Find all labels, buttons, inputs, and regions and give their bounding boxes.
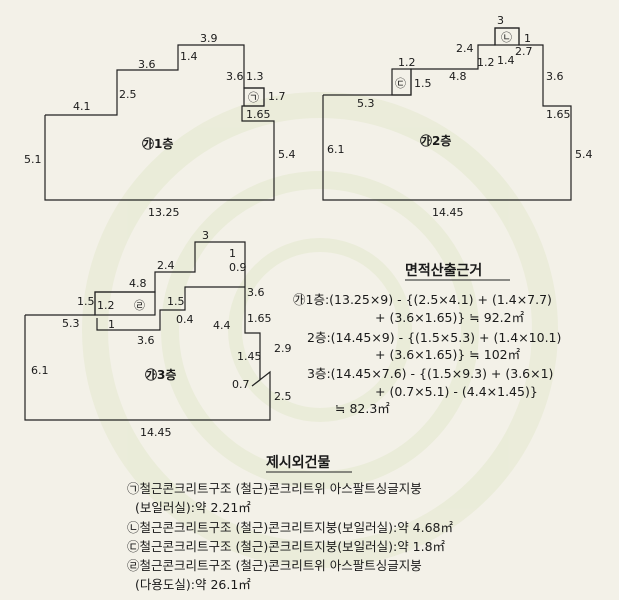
floor2-dim: 2.7 [515,45,533,58]
floor2-annex-c-marker: ㉢ [395,77,406,90]
floor1-label: ㉮1층 [142,136,173,151]
floor1-dim: 13.25 [148,206,180,219]
floor3-dim: 1.5 [77,295,95,308]
floor2-dim: 1.4 [497,54,515,67]
floor3-dim: 3.6 [137,334,155,347]
floor3-dim: 1 [229,247,236,260]
area-calc-line: ≒ 82.3㎡ [335,401,390,416]
floor3-dim: 1.45 [237,350,262,363]
area-calculation: 면적산출근거 ㉮1층:(13.25×9) - {(2.5×4.1) + (1.4… [293,262,561,416]
notes-line: ㉢철근콘크리트구조 (철근)콘크리트지붕(보일러실):약 1.8㎡ [127,539,446,554]
floor3-dim: 2.9 [274,342,292,355]
floor2-dim: 5.4 [575,148,593,161]
floor3-dim: 0.7 [232,378,250,391]
area-calc-line: 2층:(14.45×9) - {(1.5×5.3) + (1.4×10.1) [307,330,561,345]
floor2-dim: 14.45 [432,206,464,219]
notes-line: (다용도실):약 26.1㎡ [135,577,251,592]
floor1-dim: 2.5 [119,88,137,101]
extra-buildings-notes: 제시외건물 ㉠철근콘크리트구조 (철근)콘크리트위 아스팔트싱글지붕 (보일러실… [127,454,453,592]
floor2-dim: 1.2 [398,56,416,69]
notes-title: 제시외건물 [266,454,331,471]
floor1-dim: 3.6 [138,58,156,71]
floor3-dim: 2.4 [157,259,175,272]
floor2-dim: 5.3 [357,97,375,110]
area-calc-line: + (0.7×5.1) - (4.4×1.45)} [375,384,538,399]
floor3-dim: 3.6 [247,286,265,299]
notes-line: ㉡철근콘크리트구조 (철근)콘크리트지붕(보일러실):약 4.68㎡ [127,520,453,535]
floor1-dim: 5.1 [24,153,42,166]
floor2-annex-b-box [494,27,520,46]
floor1-dim: 5.4 [278,148,296,161]
floor3-annex-marker: ㉣ [134,299,145,312]
floor1-dim: 1.65 [246,108,271,121]
floor3-dim: 3 [202,229,209,242]
floor3-dim: 1.5 [167,295,185,308]
floor2-plan: 3 1 2.4 2.7 1.2 1.4 1.2 1.5 4.8 3.6 5.3 … [322,14,593,219]
floor2-dim: 4.8 [449,70,467,83]
floor2-annex-b-marker: ㉡ [501,31,512,44]
floor3-inner-notch [96,286,245,331]
floor2-annex-c-box [391,68,412,96]
floor1-dim: 1.7 [268,90,286,103]
area-calc-line: + (3.6×1.65)} ≒ 102㎡ [375,347,521,362]
floor2-dim: 6.1 [327,143,345,156]
floor1-plan: 4.1 2.5 3.6 1.4 3.9 3.6 1.3 1.7 1.65 5.4… [24,32,296,219]
floor1-dim: 3.6 [226,70,244,83]
floor3-dim: 14.45 [140,426,172,439]
floor3-dim: 0.4 [176,313,194,326]
floor3-dim: 1.65 [247,312,272,325]
floor3-dim: 4.8 [129,277,147,290]
floor3-dim: 1.2 [97,299,115,312]
floor3-label: ㉮3층 [145,367,176,382]
area-calc-line: 3층:(14.45×7.6) - {(1.5×9.3) + (3.6×1) [307,366,553,381]
floor3-annex-box [94,291,156,316]
floor2-dim: 1.2 [477,56,495,69]
area-calc-line: ㉮1층:(13.25×9) - {(2.5×4.1) + (1.4×7.7) [293,292,552,307]
floor1-dim: 4.1 [73,100,91,113]
floor3-dim: 2.5 [274,390,292,403]
floor2-dim: 1.5 [414,77,432,90]
floor3-dim: 6.1 [31,364,49,377]
floor3-dim: 1 [108,318,115,331]
floor2-dim: 2.4 [456,42,474,55]
floor2-dim: 1 [524,32,531,45]
floor1-dim: 1.4 [180,50,198,63]
floor1-dim: 1.3 [246,70,264,83]
floor1-dim: 3.9 [200,32,218,45]
floor3-dim: 0.9 [229,261,247,274]
notes-line: ㉣철근콘크리트구조 (철근)콘크리트위 아스팔트싱글지붕 [127,558,422,573]
area-calc-line: + (3.6×1.65)} ≒ 92.2㎡ [375,310,525,325]
notes-line: ㉠철근콘크리트구조 (철근)콘크리트위 아스팔트싱글지붕 [127,481,422,496]
floor3-dim: 5.3 [62,317,80,330]
floor3-plan: 3 1 2.4 0.9 4.8 3.6 1.5 1.2 1.5 1 0.4 1.… [24,229,292,439]
area-calc-title: 면적산출근거 [405,262,482,279]
floor1-annex-marker: ㉠ [248,91,259,104]
floor3-dim: 4.4 [213,319,231,332]
notes-line: (보일러실):약 2.21㎡ [135,500,251,515]
floor2-dim: 3.6 [546,70,564,83]
floor2-label: ㉮2층 [420,133,451,148]
floor2-dim: 3 [497,14,504,27]
floor2-dim: 1.65 [546,108,571,121]
floor1-annex-box [243,87,265,107]
watermark-logo [82,92,558,568]
